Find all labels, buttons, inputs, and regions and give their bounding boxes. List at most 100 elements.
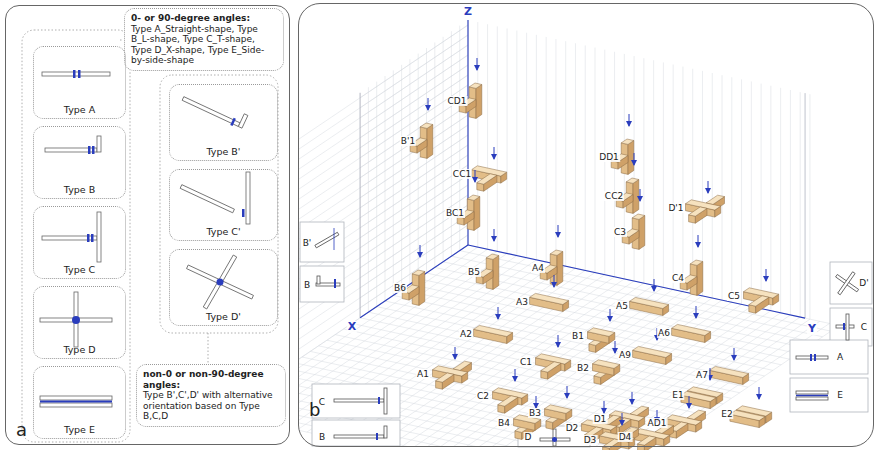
bar-icon — [796, 391, 828, 394]
joint-model — [622, 189, 645, 249]
grid-line — [298, 391, 623, 447]
joint-model — [635, 410, 674, 450]
joint-mark — [810, 354, 812, 361]
joint-mark — [242, 209, 245, 217]
timber-face — [588, 328, 615, 337]
note-body: Type B',C',D' with alternative orientati… — [143, 390, 279, 422]
load-arrow — [455, 347, 456, 359]
joint-code: C1 — [519, 357, 533, 367]
grid-line — [561, 319, 810, 447]
grid-line — [546, 37, 547, 262]
timber-face — [628, 141, 634, 175]
grid-line — [298, 251, 497, 419]
grid-line — [409, 59, 410, 284]
timber-face — [749, 296, 769, 306]
grid-line — [298, 95, 468, 288]
grid-line — [526, 33, 527, 258]
grid-line — [809, 94, 810, 319]
timber-face — [710, 366, 749, 377]
load-arrow — [622, 413, 623, 425]
grid-line — [434, 42, 435, 267]
grid-line — [653, 60, 654, 285]
grid-line — [663, 62, 664, 287]
timber-face — [706, 195, 725, 204]
grid-line — [555, 39, 556, 264]
timber-face — [630, 406, 649, 415]
grid-line — [483, 302, 732, 447]
view-label: D' — [858, 278, 869, 288]
joint-code: A7 — [695, 370, 709, 380]
timber-face — [697, 262, 703, 296]
side-panel — [790, 378, 868, 412]
timber-face — [633, 180, 639, 214]
axis-line — [468, 245, 805, 318]
timber-face — [453, 361, 472, 370]
grid-line — [298, 256, 517, 424]
grid-line — [512, 309, 761, 447]
grid-line — [532, 313, 781, 447]
axis-label: Z — [463, 6, 473, 18]
grid-line — [536, 35, 537, 260]
timber-face — [476, 85, 482, 119]
grid-line — [298, 125, 468, 318]
joint-code: B3 — [528, 408, 542, 418]
timber-face — [545, 405, 572, 414]
type-label: Type C' — [170, 226, 277, 237]
joint-model — [433, 347, 472, 389]
load-arrow — [640, 189, 641, 201]
joint-code: A1 — [416, 369, 430, 379]
timber-face — [672, 324, 711, 335]
view-label: C — [318, 397, 326, 407]
grid-line — [368, 87, 369, 312]
wall-edge — [360, 93, 361, 318]
timber-bar — [180, 185, 234, 213]
timber-bar — [97, 212, 101, 262]
type-label: Type B' — [170, 146, 277, 157]
grid-line — [401, 65, 402, 290]
type-label: Type B — [34, 184, 125, 195]
timber-face — [730, 410, 765, 420]
leader-line — [120, 40, 123, 41]
load-arrow — [629, 114, 630, 126]
joint-model — [476, 229, 499, 289]
joint-code: E1 — [671, 390, 684, 400]
type-box: Type A — [33, 46, 126, 119]
group-outline — [22, 30, 130, 442]
grid-line — [497, 26, 498, 251]
load-arrow — [759, 387, 760, 399]
timber-bar — [187, 265, 254, 299]
joint-model — [530, 275, 569, 312]
bar-icon — [540, 438, 570, 441]
grid-line — [298, 385, 632, 447]
grid-line — [298, 235, 468, 428]
group-outline — [160, 75, 278, 333]
grid-line — [298, 115, 468, 308]
grid-line — [298, 260, 536, 428]
grid-line — [426, 48, 427, 273]
timber-face — [550, 250, 563, 255]
joint-code: A3 — [515, 297, 529, 307]
load-arrow — [475, 170, 476, 182]
grid-line — [770, 86, 771, 311]
timber-bar — [238, 114, 248, 128]
joint-mark — [91, 234, 94, 242]
timber-face — [474, 197, 480, 231]
joint-model — [593, 341, 620, 384]
timber-face — [638, 436, 656, 445]
joint-code: AD1 — [647, 418, 668, 428]
joint-mark — [87, 234, 90, 242]
timber-face — [498, 396, 518, 406]
joint-model — [730, 387, 772, 428]
joint-model — [672, 306, 711, 343]
joint-model — [540, 225, 563, 285]
grid-line — [444, 294, 693, 447]
bar-icon — [384, 426, 387, 438]
grid-line — [298, 262, 546, 430]
joint-code: B1 — [571, 331, 585, 341]
joint-model — [536, 335, 571, 379]
load-arrow — [604, 401, 605, 413]
grid-line — [393, 295, 764, 376]
grid-line — [385, 281, 634, 447]
load-arrow — [615, 341, 616, 353]
grid-line — [682, 67, 683, 292]
